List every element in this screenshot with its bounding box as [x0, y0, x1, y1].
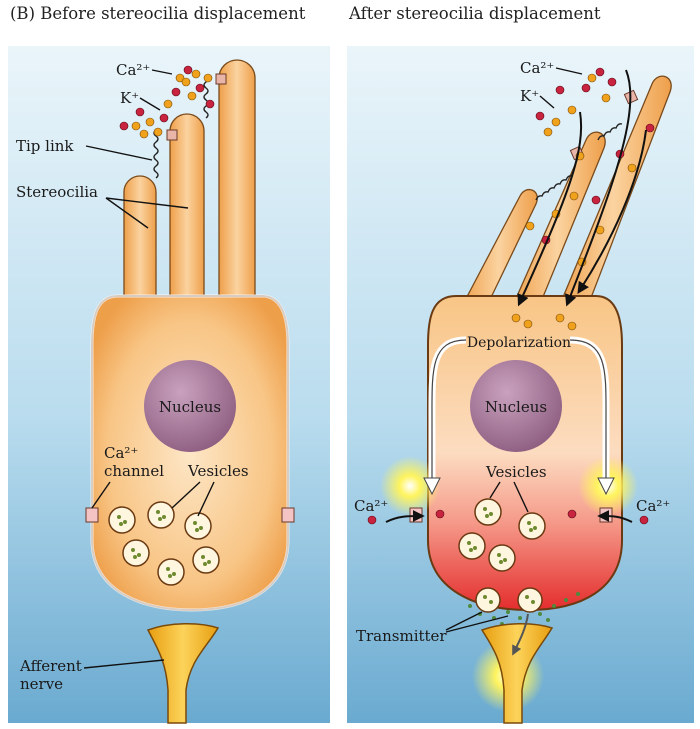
leader-vesicles-before-1	[171, 481, 201, 509]
transmitter-arrow	[512, 613, 529, 656]
panel-title-before: (B) Before stereocilia displacement	[10, 4, 306, 23]
vesicle	[184, 512, 212, 540]
leader-vesicles-after-2	[513, 481, 529, 513]
vesicle	[122, 539, 150, 567]
stereocilia-before	[123, 59, 256, 317]
leader-ca-after	[555, 67, 583, 75]
label-ca-left-after: Ca²⁺	[354, 497, 388, 515]
label-ca-after: Ca²⁺	[520, 59, 554, 77]
ion-flow-arrow-1	[517, 111, 583, 307]
panel-title-after: After stereocilia displacement	[349, 4, 601, 23]
vesicle	[488, 544, 516, 572]
ca-channel-right	[281, 507, 295, 523]
vesicle	[192, 546, 220, 574]
depolarization-arrowhead-left	[423, 477, 441, 496]
tip-link-channel	[215, 73, 227, 85]
label-depolarization: Depolarization	[467, 335, 571, 351]
afferent-nerve-before	[146, 622, 220, 724]
vesicle	[474, 498, 502, 526]
vesicle-fusing	[475, 587, 501, 613]
label-transmitter: Transmitter	[356, 627, 447, 645]
vesicles-after	[458, 498, 546, 613]
ca-influx-arrow-left	[385, 510, 425, 523]
vesicle	[147, 501, 175, 529]
leader-ca-before	[151, 69, 173, 75]
nucleus-label-after: Nucleus	[485, 398, 547, 416]
leader-k-after	[539, 95, 555, 109]
label-ca-right-after: Ca²⁺	[636, 497, 670, 515]
vesicle-fusing	[517, 587, 543, 613]
leader-stereocilia-1	[105, 197, 149, 229]
nucleus-after	[470, 360, 562, 452]
tip-link-after	[597, 123, 623, 141]
depolarization-arrow-right-outline	[569, 339, 607, 484]
leader-k-before	[139, 97, 161, 111]
label-k-before: K⁺	[120, 89, 139, 107]
ca-channel-left-after	[409, 507, 423, 523]
stereocilium-medium-after	[509, 131, 606, 315]
ion-flow-arrow-3	[577, 129, 647, 295]
stereocilium-tall	[218, 59, 256, 317]
vesicles-before	[108, 501, 220, 586]
ca-channel-left	[85, 507, 99, 523]
ca-channel-right-after	[599, 507, 613, 523]
tip-link-channel	[166, 129, 178, 141]
glow-left	[380, 456, 440, 516]
leader-ca-channel	[91, 481, 111, 509]
label-vesicles-after: Vesicles	[485, 463, 547, 481]
ions-after	[367, 67, 655, 525]
leader-transmitter-2	[445, 615, 509, 633]
ions-before	[119, 65, 215, 139]
depolarization-arrow-left-outline	[431, 339, 467, 484]
hair-cell-membrane-before	[90, 294, 290, 612]
leader-vesicles-after-1	[489, 481, 501, 499]
label-k-after: K⁺	[520, 87, 539, 105]
tip-link	[153, 129, 159, 179]
leader-tip-link	[85, 145, 153, 161]
label-stereocilia: Stereocilia	[16, 183, 98, 201]
vesicle	[157, 558, 185, 586]
leader-afferent	[83, 659, 165, 669]
label-ca-channel: channel	[104, 462, 164, 480]
label-ca-before: Ca²⁺	[116, 61, 150, 79]
leader-transmitter-1	[445, 611, 483, 631]
label-vesicles-before: Vesicles	[187, 462, 249, 480]
stereocilium-medium	[169, 113, 205, 315]
vesicle	[518, 512, 546, 540]
ca-influx-arrow-right	[597, 510, 633, 523]
vesicle	[458, 532, 486, 560]
vesicle	[108, 506, 136, 534]
panel-after: Depolarization Nucleus	[347, 46, 694, 724]
nucleus-label-before: Nucleus	[159, 398, 221, 416]
depolarization-arrowhead-right	[597, 477, 615, 496]
label-tip-link: Tip link	[16, 137, 74, 155]
label-afferent-1: Afferent	[19, 657, 82, 675]
tip-link	[203, 75, 209, 119]
panel-before: Nucleus	[8, 46, 330, 724]
afferent-nerve-after	[480, 622, 554, 724]
ion-flow-arrow-2	[565, 69, 632, 307]
leader-vesicles-before-2	[197, 481, 215, 517]
nucleus-before	[144, 360, 236, 452]
stereocilium-short-after	[458, 188, 538, 313]
leader-stereocilia-2	[105, 197, 189, 209]
label-afferent-2: nerve	[20, 675, 63, 693]
tip-link-after	[535, 175, 573, 201]
label-ca-channel-ion: Ca²⁺	[104, 444, 138, 462]
